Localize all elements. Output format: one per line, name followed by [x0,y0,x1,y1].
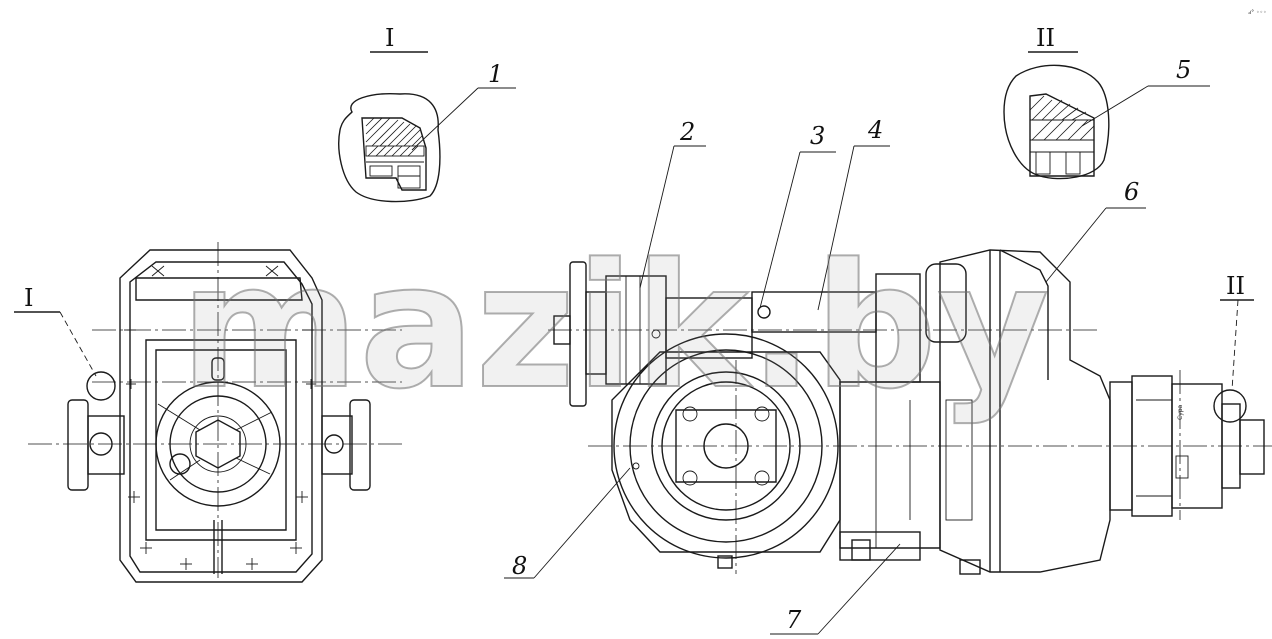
detail-view-i: I [338,24,441,203]
callout-label-4: 4 [867,116,883,144]
callout-label-2: 2 [679,118,695,146]
detail-view-ii-title: II [1036,24,1055,52]
detail-view-ii: II [1003,24,1110,180]
callout-label-1: 1 [488,60,503,88]
callout-label-8: 8 [512,552,527,580]
callout-label-6: 6 [1124,178,1139,206]
view-ref-i: I [24,284,33,312]
side-view-assembly [548,249,1272,575]
watermark: mazik.by [180,226,1049,427]
small-mark: Сура [1177,404,1184,420]
callout-label-7: 7 [786,606,802,634]
corner-mark: ⅎ° ◦◦◦ [1248,9,1267,16]
end-view-housing [28,242,404,583]
callout-label-3: 3 [810,122,825,150]
callout-label-5: 5 [1176,56,1191,84]
view-ref-ii: II [1226,272,1245,300]
detail-view-i-title: I [385,24,394,52]
